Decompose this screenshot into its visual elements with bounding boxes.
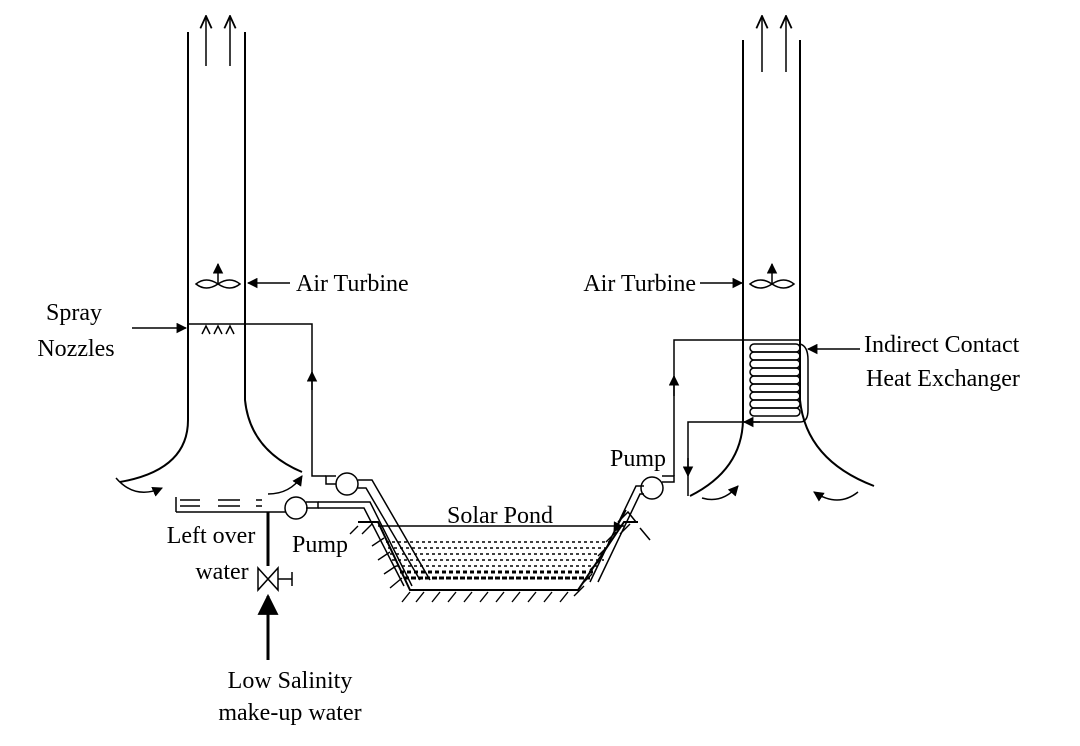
valve-icon <box>257 566 279 592</box>
heat-exchanger-label-line1: Indirect Contact <box>864 332 1020 358</box>
left-over-water-label-line2: water <box>195 559 248 585</box>
solar-pond-label: Solar Pond <box>447 503 553 529</box>
solar-pond <box>349 510 651 603</box>
air-inflow-arrow-icon <box>701 485 739 501</box>
air-inflow-arrow-icon <box>813 491 859 502</box>
spray-nozzles-label-line1: Spray <box>46 300 102 326</box>
heat-exchanger-label-line2: Heat Exchanger <box>866 366 1020 392</box>
right-tower <box>689 16 875 502</box>
makeup-water-label-line2: make-up water <box>218 700 361 726</box>
air-inflow-arrow-icon <box>267 475 303 495</box>
heat-exchanger-coil-icon <box>748 339 809 423</box>
left-air-turbine-icon <box>194 262 242 289</box>
right-air-turbine-icon <box>748 262 796 289</box>
left-over-water-basin <box>175 497 286 513</box>
spray-nozzles-icon <box>188 323 245 335</box>
air-turbine-label-left: Air Turbine <box>296 271 409 297</box>
pump-left-label: Pump <box>292 532 348 558</box>
left-pump-to-pond-pipe <box>318 507 405 587</box>
pump-left-icon <box>284 496 319 520</box>
pump-right-label: Pump <box>610 446 666 472</box>
air-turbine-label-right: Air Turbine <box>583 271 696 297</box>
air-inflow-arrow-icon <box>115 477 163 497</box>
left-spray-circuit <box>245 323 431 581</box>
spray-nozzles-label-line2: Nozzles <box>37 336 114 362</box>
makeup-water-line <box>257 512 293 660</box>
left-over-water-label-line1: Left over <box>167 523 256 549</box>
makeup-water-label-line1: Low Salinity <box>228 668 353 694</box>
left-pump-to-pond-pipe <box>318 501 413 587</box>
left-tower <box>115 16 303 497</box>
